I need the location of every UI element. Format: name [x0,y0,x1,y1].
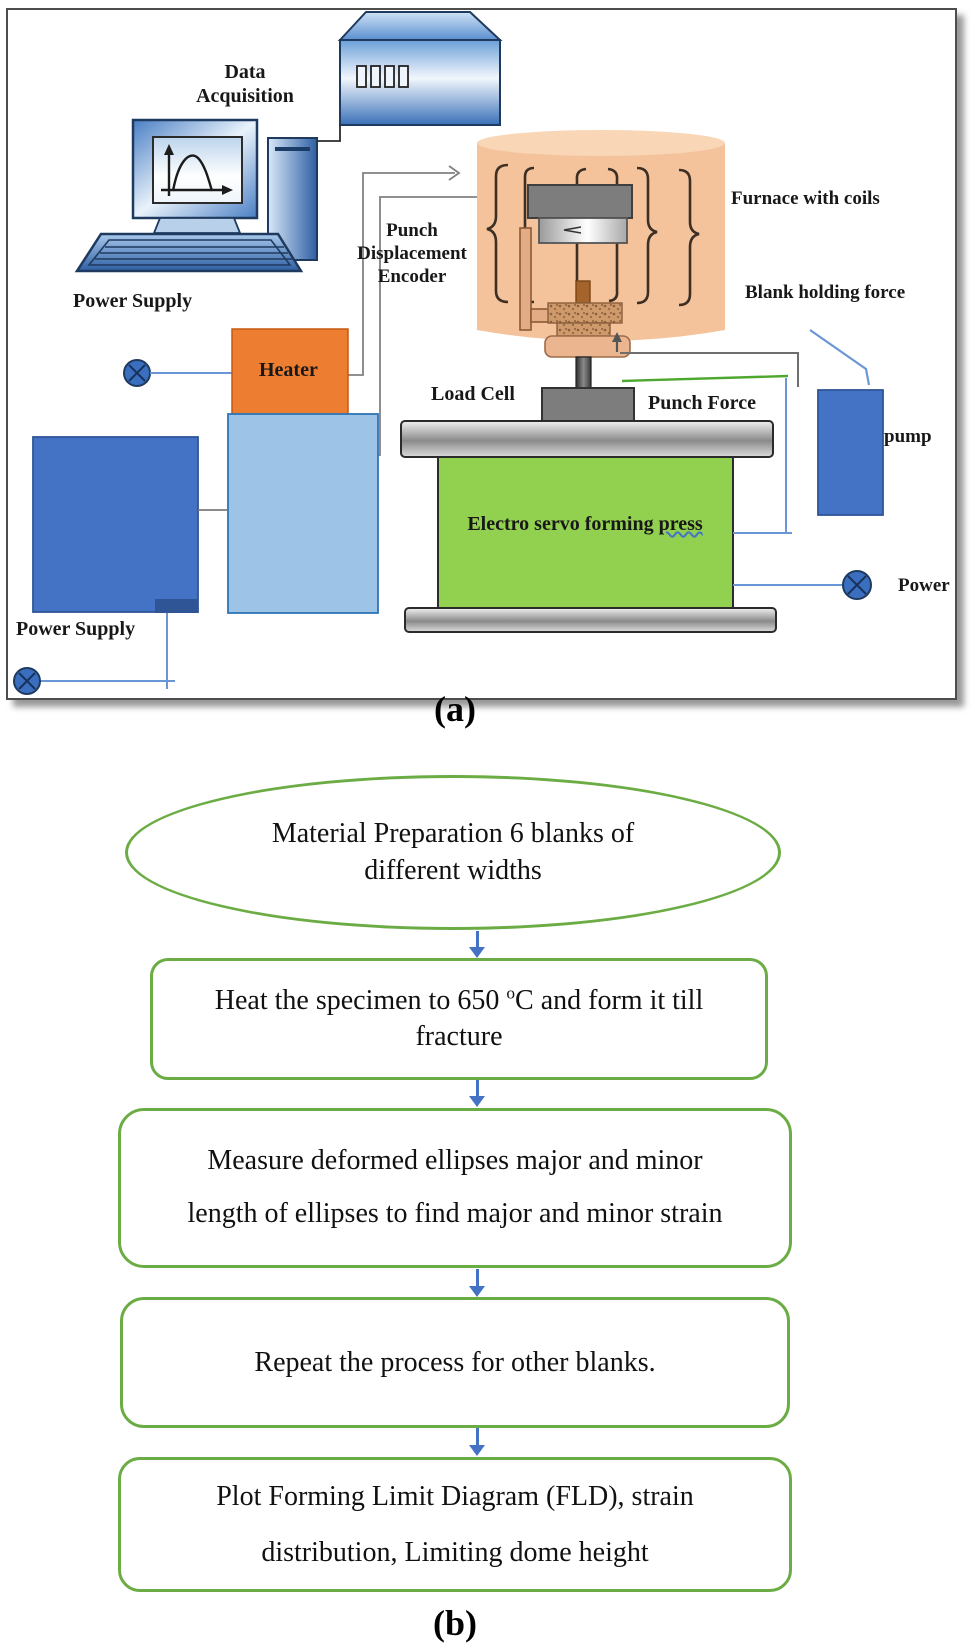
flow-arrow-icon [469,931,486,958]
power-supply-top-label: Power Supply [73,290,193,312]
flow-step-measure-ellipses: Measure deformed ellipses major and mino… [118,1108,792,1268]
flow-arrow-icon [469,1269,486,1297]
right-connectors [620,329,884,600]
furnace [477,130,725,358]
controller-box-icon [317,11,503,142]
load-cell-label: Load Cell [431,383,515,405]
punch-displacement-encoder-label: Punch Displacement Encoder [357,220,467,288]
flow-step-material-preparation: Material Preparation 6 blanks of differe… [125,775,781,930]
power-supply-bottom-label: Power Supply [16,618,136,640]
power-circuit [13,328,379,695]
punch-force-label: Punch Force [648,392,756,414]
setup-diagram-art [13,11,884,695]
power-supply-box [32,436,199,613]
caption-b: (b) [433,1603,477,1643]
flow-step-repeat-process: Repeat the process for other blanks. [120,1297,790,1428]
blank-holding-force-label: Blank holding force [745,282,906,303]
heater-box [231,328,349,415]
screen-chart-icon [161,144,233,196]
data-acquisition-label: Data Acquisition [196,61,294,108]
heater-label: Heater [259,359,318,381]
pump-box [817,389,884,516]
furnace-with-coils-label: Furnace with coils [731,188,880,209]
furnace-power-unit [227,413,379,614]
flow-step-heat-specimen: Heat the specimen to 650 oC and form it … [150,958,768,1080]
keyboard-icon [74,232,304,273]
flow-step-plot-fld: Plot Forming Limit Diagram (FLD), strain… [118,1457,792,1592]
power-label: Power [898,575,950,596]
pump-label: pump [884,426,932,447]
setup-diagram-panel [6,8,957,700]
electro-servo-press-label: Electro servo forming press [467,513,703,535]
flow-arrow-icon [469,1428,486,1456]
computer-icon [74,118,318,273]
flow-arrow-icon [469,1080,486,1107]
caption-a: (a) [434,689,476,729]
press-assembly [400,356,777,633]
